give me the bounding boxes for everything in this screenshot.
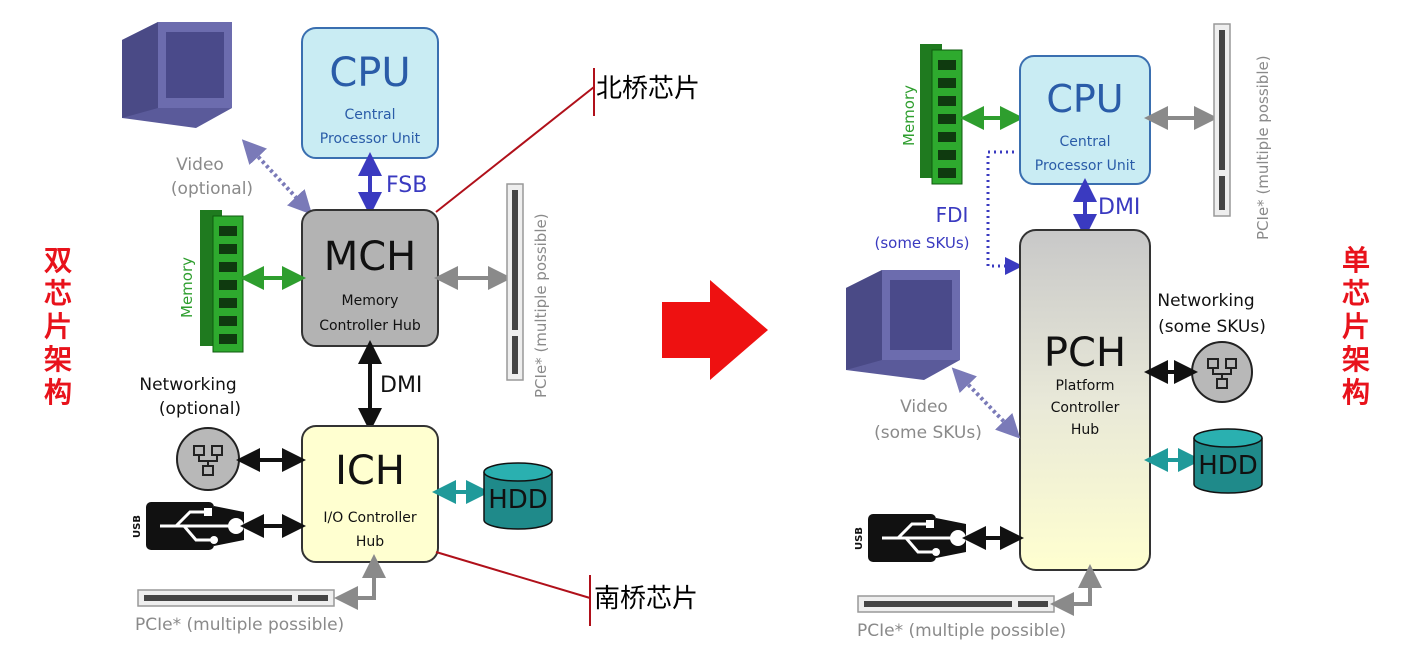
svg-text:(some SKUs): (some SKUs) <box>1158 317 1266 337</box>
left-cpu-title: CPU <box>329 50 410 96</box>
left-side-char: 片 <box>44 310 72 343</box>
southbridge-callout: 南桥芯片 <box>594 584 698 614</box>
left-mch-sub2: Controller Hub <box>319 318 421 334</box>
left-usb-icon <box>146 502 244 550</box>
left-ich-sub1: I/O Controller <box>323 510 416 526</box>
right-fdi-link <box>986 150 1023 275</box>
right-side-char: 芯 <box>1342 277 1370 310</box>
right-pcie-horizontal-link <box>1050 564 1102 616</box>
left-cpu-sub2: Processor Unit <box>320 131 421 147</box>
right-dmi-label: DMI <box>1098 195 1140 220</box>
svg-text:Networking: Networking <box>1157 291 1254 311</box>
right-side-char: 架 <box>1342 343 1370 376</box>
left-side-char: 芯 <box>44 277 72 310</box>
left-ich-box: ICH I/O Controller Hub <box>301 425 439 563</box>
left-networking-label: Networking (optional) <box>139 375 241 419</box>
southbridge-callout-line <box>435 551 591 599</box>
right-pcie-horizontal-slot <box>857 595 1055 613</box>
right-pch-title: PCH <box>1044 330 1126 376</box>
right-hdd-icon: HDD <box>1193 428 1263 494</box>
left-ich-sub2: Hub <box>356 534 384 550</box>
left-memory-label: Memory <box>178 257 196 318</box>
svg-text:(optional): (optional) <box>159 399 241 419</box>
right-pch-sub2: Controller <box>1051 400 1120 416</box>
left-mch-box: MCH Memory Controller Hub <box>301 209 439 347</box>
northbridge-callout: 北桥芯片 <box>596 74 700 104</box>
left-mch-sub1: Memory <box>342 293 399 309</box>
left-monitor-icon <box>122 22 232 128</box>
right-usb-icon <box>868 514 966 562</box>
svg-text:Video: Video <box>900 397 948 417</box>
right-side-char: 构 <box>1342 376 1370 409</box>
left-network-icon <box>176 427 240 491</box>
right-network-icon <box>1191 341 1253 403</box>
right-cpu-title: CPU <box>1046 77 1123 121</box>
left-cpu-box: CPU Central Processor Unit <box>301 27 439 159</box>
right-memory-label: Memory <box>900 85 918 146</box>
left-usb-label: USB <box>132 515 143 538</box>
right-side-char: 单 <box>1342 244 1370 277</box>
svg-text:Networking: Networking <box>139 375 236 395</box>
right-side-label: 单 芯 片 架 构 <box>1342 244 1370 409</box>
right-pch-sub3: Hub <box>1071 422 1099 438</box>
left-hdd-label: HDD <box>488 485 548 515</box>
left-side-label: 双 芯 片 架 构 <box>44 244 72 409</box>
right-pcie-vertical-label: PCIe* (multiple possible) <box>1254 55 1272 240</box>
left-pcie-horizontal-link <box>334 554 386 610</box>
transition-arrow-icon <box>662 280 768 380</box>
right-pch-sub1: Platform <box>1055 378 1114 394</box>
right-video-link <box>951 367 1021 439</box>
svg-text:(some SKUs): (some SKUs) <box>874 423 982 443</box>
left-pcie-vertical-label: PCIe* (multiple possible) <box>532 213 550 398</box>
svg-text:Video: Video <box>176 155 224 175</box>
right-pcie-horizontal-label: PCIe* (multiple possible) <box>857 621 1066 641</box>
svg-text:(some SKUs): (some SKUs) <box>874 234 969 252</box>
left-pcie-horizontal-label: PCIe* (multiple possible) <box>135 615 344 635</box>
left-fsb-label: FSB <box>386 173 427 198</box>
left-memory-icon <box>200 210 244 353</box>
right-hdd-label: HDD <box>1198 451 1258 481</box>
svg-text:FDI: FDI <box>936 203 969 227</box>
right-video-label: Video (some SKUs) <box>874 397 982 443</box>
right-side-char: 片 <box>1342 310 1370 343</box>
left-pcie-horizontal-slot <box>137 589 335 607</box>
left-cpu-sub1: Central <box>345 107 396 123</box>
right-cpu-sub2: Processor Unit <box>1035 158 1136 174</box>
right-usb-label: USB <box>854 527 865 550</box>
left-pcie-vertical-slot <box>506 183 524 381</box>
right-cpu-sub1: Central <box>1060 134 1111 150</box>
right-pcie-vertical-slot <box>1213 23 1231 217</box>
left-video-label: Video (optional) <box>171 155 253 199</box>
left-video-link <box>241 139 313 215</box>
left-hdd-icon: HDD <box>483 462 553 530</box>
northbridge-callout-line <box>435 86 595 213</box>
left-side-char: 架 <box>44 343 72 376</box>
left-dmi-label: DMI <box>380 373 422 398</box>
left-ich-title: ICH <box>335 448 405 494</box>
right-fdi-label: FDI (some SKUs) <box>874 203 969 252</box>
left-mch-title: MCH <box>324 234 417 280</box>
left-side-char: 构 <box>44 376 72 409</box>
right-cpu-box: CPU Central Processor Unit <box>1019 55 1151 185</box>
left-side-char: 双 <box>44 244 72 277</box>
right-pch-box: PCH Platform Controller Hub <box>1019 229 1151 571</box>
svg-text:(optional): (optional) <box>171 179 253 199</box>
right-monitor-icon <box>846 270 960 380</box>
right-memory-icon <box>920 44 963 185</box>
right-networking-label: Networking (some SKUs) <box>1157 291 1266 337</box>
